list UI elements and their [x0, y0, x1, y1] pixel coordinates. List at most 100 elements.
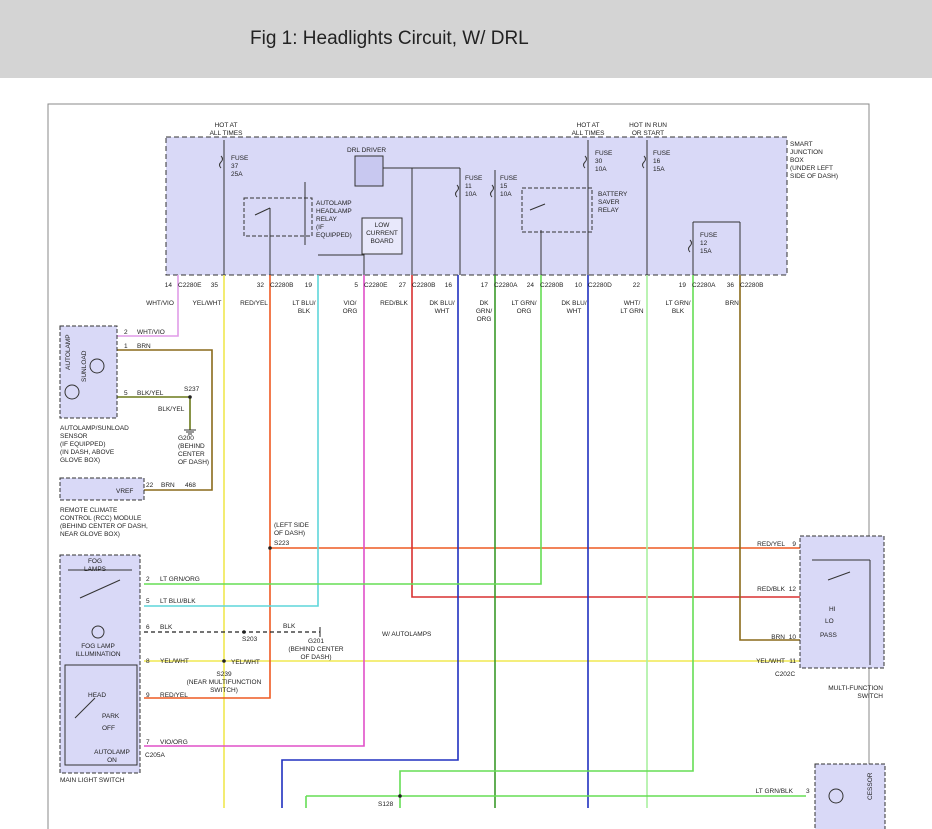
mfs-pin: 10	[789, 634, 797, 641]
fuse37-label: 37	[231, 163, 239, 170]
fuse12-label: 15A	[700, 248, 712, 255]
left-side-of-dash: OF DASH)	[274, 530, 305, 537]
sjb-name: (UNDER LEFT	[790, 165, 833, 172]
pin-number: 32	[257, 282, 265, 289]
sensor-pin: 5	[124, 390, 128, 397]
mls-pin: 2	[146, 576, 150, 583]
rcc-name: CONTROL (RCC) MODULE	[60, 515, 142, 522]
sunload-diode-icon	[89, 358, 105, 374]
sensor-name: SENSOR	[60, 433, 88, 440]
fuse37-label: 25A	[231, 171, 243, 178]
connector-id: C2280B	[270, 282, 294, 289]
pin-number: 19	[305, 282, 313, 289]
wire-lt-blu-blk	[144, 275, 319, 607]
photodiode-icon	[64, 384, 80, 400]
sjb-wire-label: BLK	[298, 308, 311, 315]
bottom-wire-label: LT GRN/BLK	[756, 788, 794, 795]
low-current-board-label: LOW	[375, 222, 391, 229]
splice-s203	[242, 630, 246, 634]
mls-wire-label: BLK	[160, 624, 173, 631]
mls-pin: 6	[146, 624, 150, 631]
sjb-wire-label: DK BLU/	[429, 300, 454, 307]
battery-saver-label: RELAY	[598, 207, 619, 214]
mfs-pin: 9	[792, 541, 796, 548]
mls-pin: 9	[146, 692, 150, 699]
mls-pin: 7	[146, 739, 150, 746]
sjb-wire-label: ORG	[517, 308, 532, 315]
fuse15-label: 15	[500, 183, 508, 190]
sjb-wire-label: ORG	[343, 308, 358, 315]
fog-illum-label: ILLUMINATION	[75, 651, 120, 658]
sensor-wire-label: BRN	[137, 343, 151, 350]
hot-at-all-times-left: ALL TIMES	[210, 130, 244, 137]
hot-in-run-label: OR START	[632, 130, 664, 137]
fuse15-label: FUSE	[500, 175, 518, 182]
connector-id: C2280E	[178, 282, 202, 289]
pin-number: 16	[445, 282, 453, 289]
yel-wht-label: YEL/WHT	[231, 659, 260, 666]
drl-driver-label: DRL DRIVER	[347, 147, 386, 154]
diagram-frame	[47, 103, 870, 829]
sjb-wire-label: RED/YEL	[240, 300, 268, 307]
main-light-switch-box	[59, 554, 141, 774]
sjb-wire-label: DK	[479, 300, 489, 307]
sensor-pin: 2	[124, 329, 128, 336]
sjb-wire-label: WHT/	[624, 300, 641, 307]
mls-pin: 8	[146, 658, 150, 665]
sjb-wire-label: WHT	[435, 308, 450, 315]
fuse30-label: FUSE	[595, 150, 613, 157]
mfs-wire-label: YEL/WHT	[756, 658, 785, 665]
sensor-name: (IF EQUIPPED)	[60, 441, 106, 448]
fuse11-symbol	[455, 184, 459, 198]
pin-number: 10	[575, 282, 583, 289]
splice-s237	[188, 395, 192, 399]
autolamp-relay-box	[243, 197, 313, 237]
fuse12-symbol	[688, 239, 692, 253]
autolamp-label: AUTOLAMP	[65, 334, 72, 370]
wire-lt-grn-org	[144, 275, 542, 585]
cessor-label: CESSOR	[867, 772, 874, 800]
g200-label: CENTER	[178, 451, 205, 458]
ground-wire-label: BLK/YEL	[158, 406, 185, 413]
splice-s223-label: S223	[274, 540, 290, 547]
autolamp-on-label: ON	[107, 757, 117, 764]
blk-label: BLK	[283, 623, 296, 630]
head-label: HEAD	[88, 692, 106, 699]
w-autolamps-label: W/ AUTOLAMPS	[382, 631, 432, 638]
sjb-wire-label: BRN	[725, 300, 739, 307]
autolamp-relay-label: (IF	[316, 224, 324, 231]
mfs-connector: C202C	[775, 671, 796, 678]
battery-saver-label: BATTERY	[598, 191, 628, 198]
autolamp-relay-label: AUTOLAMP	[316, 200, 352, 207]
splice-s239-label: SWITCH)	[210, 687, 238, 694]
sjb-name: JUNCTION	[790, 149, 823, 156]
g201-label: G201	[308, 638, 324, 645]
wires	[117, 275, 806, 808]
hot-at-all-times-left: HOT AT	[215, 122, 238, 129]
autolamp-relay-label: RELAY	[316, 216, 337, 223]
battery-saver-relay-box	[521, 187, 593, 233]
fuse16-label: FUSE	[653, 150, 671, 157]
mls-wire-label: VIO/ORG	[160, 739, 188, 746]
hot-at-all-times-right: ALL TIMES	[572, 130, 606, 137]
fog-switch-contact	[79, 579, 121, 599]
smart-junction-box	[165, 136, 788, 276]
wire-wht-vio	[117, 275, 179, 337]
sjb-wire-label: LT GRN/	[665, 300, 690, 307]
fuse11-label: 11	[465, 183, 472, 190]
sjb-name: SMART	[790, 141, 813, 148]
mfs-name: MULTI-FUNCTION	[828, 685, 883, 692]
mls-inner-box	[64, 664, 138, 766]
connector-id: C2280B	[540, 282, 564, 289]
sjb-wire-label: BLK	[672, 308, 685, 315]
sensor-pin: 1	[124, 343, 128, 350]
fuse30-label: 30	[595, 158, 603, 165]
mfs-name: SWITCH	[857, 693, 883, 700]
wire-red-blk	[411, 275, 800, 598]
off-label: OFF	[102, 725, 115, 732]
sensor-name: (IN DASH, ABOVE	[60, 449, 115, 456]
battery-saver-label: SAVER	[598, 199, 620, 206]
connector-id: C2280A	[692, 282, 716, 289]
